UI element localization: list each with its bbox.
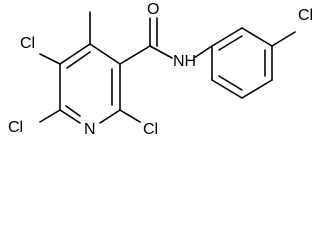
atom-cl-ring-5: Cl <box>20 35 35 52</box>
bond-c5-cl <box>39 53 61 65</box>
bond-b5-b6 <box>211 79 243 99</box>
bond-c4-c3 <box>89 43 121 65</box>
bond-aryl-cl <box>271 31 296 47</box>
benzene-ring <box>211 27 273 99</box>
atom-o-carbonyl: O <box>147 1 159 18</box>
bond-c5-c4 <box>59 43 91 65</box>
atom-cl-ring-2: Cl <box>143 121 158 138</box>
bond-c2-cl <box>119 109 141 123</box>
bond-carbonyl-n <box>149 45 173 59</box>
bond-b2-b3 <box>241 27 273 47</box>
atom-cl-top-right: Cl <box>298 7 313 24</box>
atom-cl-ring-6: Cl <box>8 119 23 136</box>
molecule-drawing: Cl O NH Cl Cl N Cl <box>8 1 313 138</box>
bond-n-c6-inner <box>65 105 81 117</box>
bond-c5-c4-inner <box>66 51 91 69</box>
bond-b1-b2 <box>211 27 243 47</box>
atom-n-pyridine: N <box>84 121 96 138</box>
bond-b4-b5 <box>241 79 273 99</box>
bond-c6-cl <box>39 109 61 123</box>
bond-b1-b2-inner <box>218 35 243 51</box>
bond-b5-b6-inner <box>218 75 243 91</box>
bond-n-aryl <box>193 45 213 59</box>
bond-n-c6 <box>59 109 81 124</box>
atom-nh-amide: NH <box>173 53 196 70</box>
bond-c2-n <box>99 109 121 124</box>
bond-c3-carbonyl <box>119 45 151 65</box>
structure-canvas: Cl O NH Cl Cl N Cl <box>8 1 313 138</box>
pyridine-ring <box>59 43 121 124</box>
